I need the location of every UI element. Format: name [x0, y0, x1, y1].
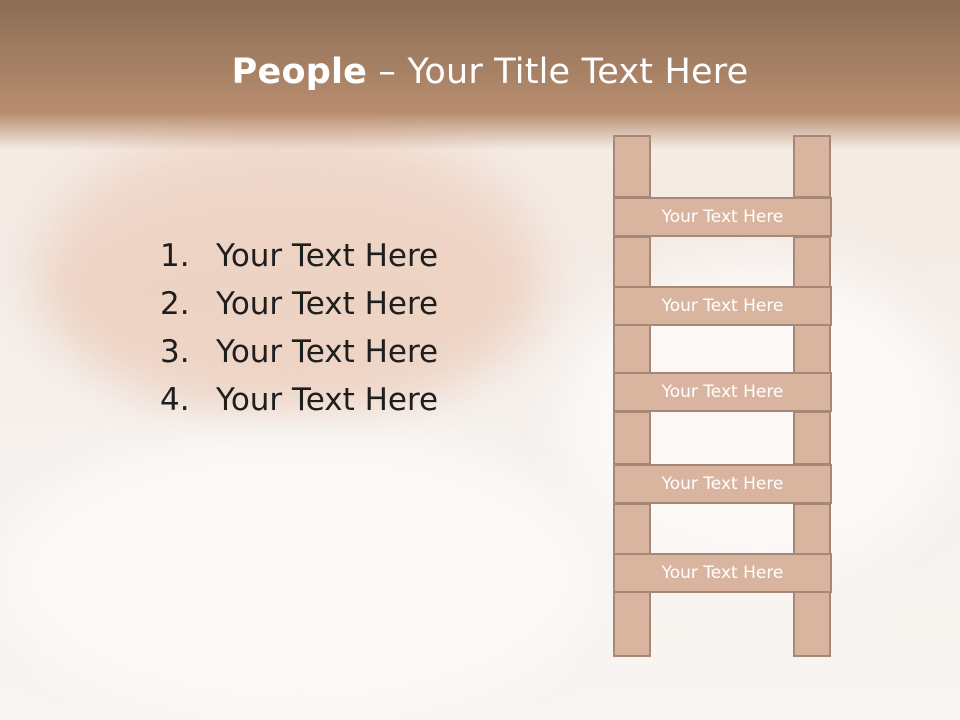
- list-item: 1. Your Text Here: [160, 236, 438, 284]
- list-text: Your Text Here: [216, 238, 439, 274]
- ladder-rail-segment: [793, 324, 831, 374]
- ladder-rail-segment: [613, 411, 651, 465]
- numbered-list: 1. Your Text Here 2. Your Text Here 3. Your…: [160, 236, 438, 428]
- ladder-rung: Your Text Here: [613, 286, 832, 326]
- background-photo-arm: [60, 200, 520, 380]
- title-bold: People: [231, 52, 368, 92]
- ladder-rung: Your Text Here: [613, 464, 832, 504]
- ladder-rail-segment: [793, 236, 831, 288]
- list-item: 4. Your Text Here: [160, 380, 438, 428]
- ladder-rung: Your Text Here: [613, 197, 832, 237]
- ladder-rail-segment: [613, 503, 651, 555]
- list-text: Your Text Here: [216, 334, 439, 370]
- list-number: 3.: [160, 334, 190, 370]
- title-bar: [0, 0, 960, 150]
- list-number: 1.: [160, 238, 190, 274]
- list-text: Your Text Here: [216, 286, 439, 322]
- background-photo-sheet: [0, 430, 600, 720]
- ladder-rung: Your Text Here: [613, 372, 832, 412]
- list-text: Your Text Here: [216, 382, 439, 418]
- list-number: 4.: [160, 382, 190, 418]
- ladder-rung: Your Text Here: [613, 553, 832, 593]
- slide-title: People – Your Title Text Here: [0, 52, 960, 92]
- ladder-rail-segment: [613, 591, 651, 657]
- list-number: 2.: [160, 286, 190, 322]
- title-rest: – Your Title Text Here: [367, 52, 749, 92]
- ladder-rail-segment: [793, 503, 831, 555]
- ladder-rail-segment: [613, 236, 651, 288]
- ladder-rail-segment: [613, 135, 651, 198]
- ladder-rail-segment: [793, 591, 831, 657]
- ladder-rail-segment: [793, 411, 831, 465]
- ladder-rail-segment: [613, 324, 651, 374]
- list-item: 2. Your Text Here: [160, 284, 438, 332]
- list-item: 3. Your Text Here: [160, 332, 438, 380]
- ladder-rail-segment: [793, 135, 831, 198]
